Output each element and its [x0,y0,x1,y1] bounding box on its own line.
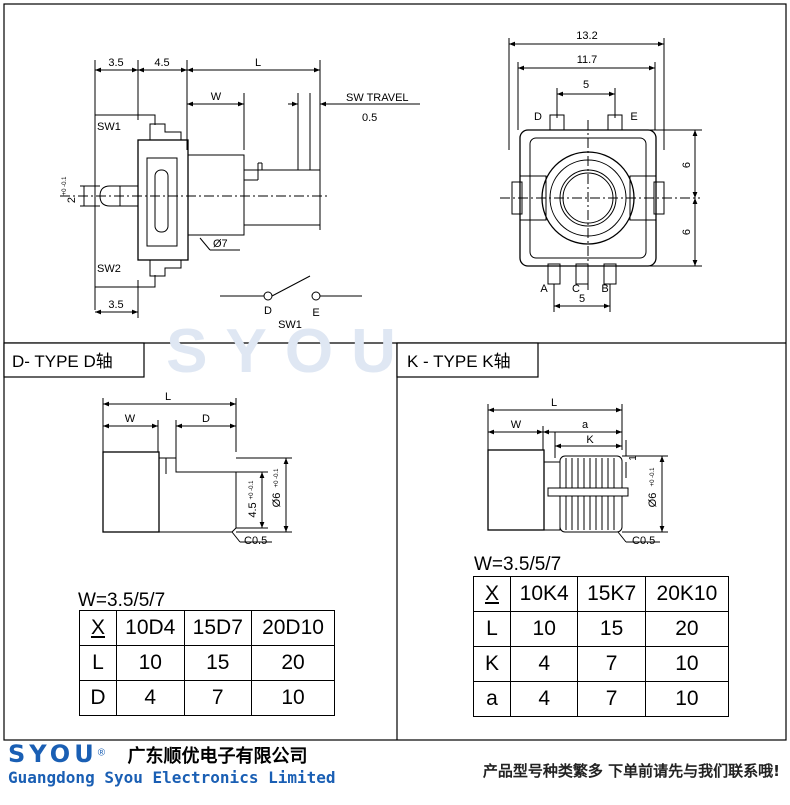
d-shaft-drawing [102,398,292,543]
table-cell: 15 [577,611,646,647]
company-name-cn: 广东顺优电子有限公司 [127,746,308,767]
table-row: K 4 7 10 [473,646,730,682]
table-cell: 4 [116,680,185,716]
brand-mark: ® [97,747,106,759]
table-row: L 10 15 20 [473,611,730,647]
dim-13-2: 13.2 [576,30,597,42]
switch-sw1-label: SW1 [278,319,302,331]
d-w-values: W=3.5/5/7 [78,590,165,611]
table-cell: a [473,681,511,717]
switch-e-label: E [312,307,319,319]
d-chamfer: C0.5 [244,535,267,547]
table-cell: K [473,646,511,682]
table-header-cell: 10K4 [509,576,579,612]
dim-5-bottom: 5 [579,293,585,305]
k-type-title: K - TYPE K轴 [407,352,511,371]
table-row: L 10 15 20 [79,645,335,681]
footer-company: SYOU® 广东顺优电子有限公司 Guangdong Syou Electron… [8,740,336,787]
phi7-label: Ø7 [213,238,228,250]
k-shaft-drawing [487,404,668,543]
d-dim-d: D [202,413,210,425]
table-cell: 7 [577,646,646,682]
k-dim-1: 1 [628,455,639,461]
k-dim-k: K [586,434,594,446]
table-header-cell: 20D10 [251,610,335,646]
pin-a-label: A [540,283,548,295]
table-header-cell: 10D4 [116,610,185,646]
table-cell: 7 [183,680,253,716]
d-type-table: X 10D4 15D7 20D10 L 10 15 20 D 4 7 10 [79,610,335,716]
table-cell: 10 [644,681,730,717]
tol-2: +0 -0.1 [62,176,68,196]
k-type-table: X 10K4 15K7 20K10 L 10 15 20 K 4 7 10 a … [473,576,730,717]
dim-6-lower: 6 [681,229,693,235]
k-tol-phi6: +0 -0.1 [650,467,656,487]
dim-5-top: 5 [583,79,589,91]
switch-d-label: D [264,305,272,317]
table-header-cell: X [79,610,117,646]
table-cell: 7 [577,681,646,717]
sw1-label: SW1 [97,121,121,133]
table-cell: 20 [251,645,335,681]
d-dim-4-5: 4.5 [247,502,259,517]
side-view-drawing [60,60,420,318]
table-cell: L [473,611,511,647]
table-cell: 10 [251,680,335,716]
dim-l-side: L [255,57,261,69]
k-type-title-box [396,342,539,378]
table-header-row: X 10D4 15D7 20D10 [79,610,335,646]
k-w-values: W=3.5/5/7 [474,554,561,575]
dim-2: 2 [66,197,78,203]
brand-logo: SYOU [8,740,98,768]
k-dim-w: W [511,419,522,431]
pin-b-label: B [601,283,608,295]
table-header-cell: 15D7 [183,610,253,646]
d-dim-w: W [125,413,136,425]
dim-11-7: 11.7 [577,54,598,66]
dim-6-upper: 6 [681,162,693,168]
company-name-en: Guangdong Syou Electronics Limited [8,768,336,787]
dim-w-side: W [211,91,222,103]
d-dim-phi6: Ø6 [271,493,283,508]
table-cell: L [79,645,117,681]
table-header-cell: 15K7 [577,576,646,612]
table-header-cell: X [473,576,511,612]
footer-note: 产品型号种类繁多 下单前请先与我们联系哦! [482,762,780,780]
d-tol-phi6: +0 -0.1 [274,468,280,488]
d-type-title-box [3,342,145,378]
k-dim-l: L [551,397,557,409]
table-cell: 4 [509,646,579,682]
table-cell: 10 [644,646,730,682]
dim-3-5-bottom: 3.5 [108,299,123,311]
table-header-cell: 20K10 [644,576,730,612]
k-dim-phi6: Ø6 [647,493,659,508]
sw-travel-value: 0.5 [362,112,377,124]
pin-e-label: E [630,111,637,123]
sw2-label: SW2 [97,263,121,275]
table-row: a 4 7 10 [473,681,730,717]
table-cell: 20 [644,611,730,647]
company-line-1: SYOU® 广东顺优电子有限公司 [8,740,336,768]
d-type-title: D- TYPE D轴 [12,352,113,371]
d-tol-4-5: +0 -0.1 [249,480,255,500]
k-chamfer: C0.5 [632,535,655,547]
table-cell: 10 [116,645,185,681]
table-header-row: X 10K4 15K7 20K10 [473,576,730,612]
pin-d-label: D [534,111,542,123]
k-dim-a: a [582,419,589,431]
table-row: D 4 7 10 [79,680,335,716]
front-view-drawing [500,38,702,312]
watermark-text: SYOU [166,317,414,386]
table-cell: D [79,680,117,716]
dim-4-5: 4.5 [154,57,169,69]
d-dim-l: L [165,391,171,403]
pin-c-label: C [572,283,580,295]
dim-3-5-top: 3.5 [108,57,123,69]
table-cell: 15 [183,645,253,681]
table-cell: 4 [509,681,579,717]
sw-travel-label: SW TRAVEL [346,92,409,104]
table-cell: 10 [509,611,579,647]
